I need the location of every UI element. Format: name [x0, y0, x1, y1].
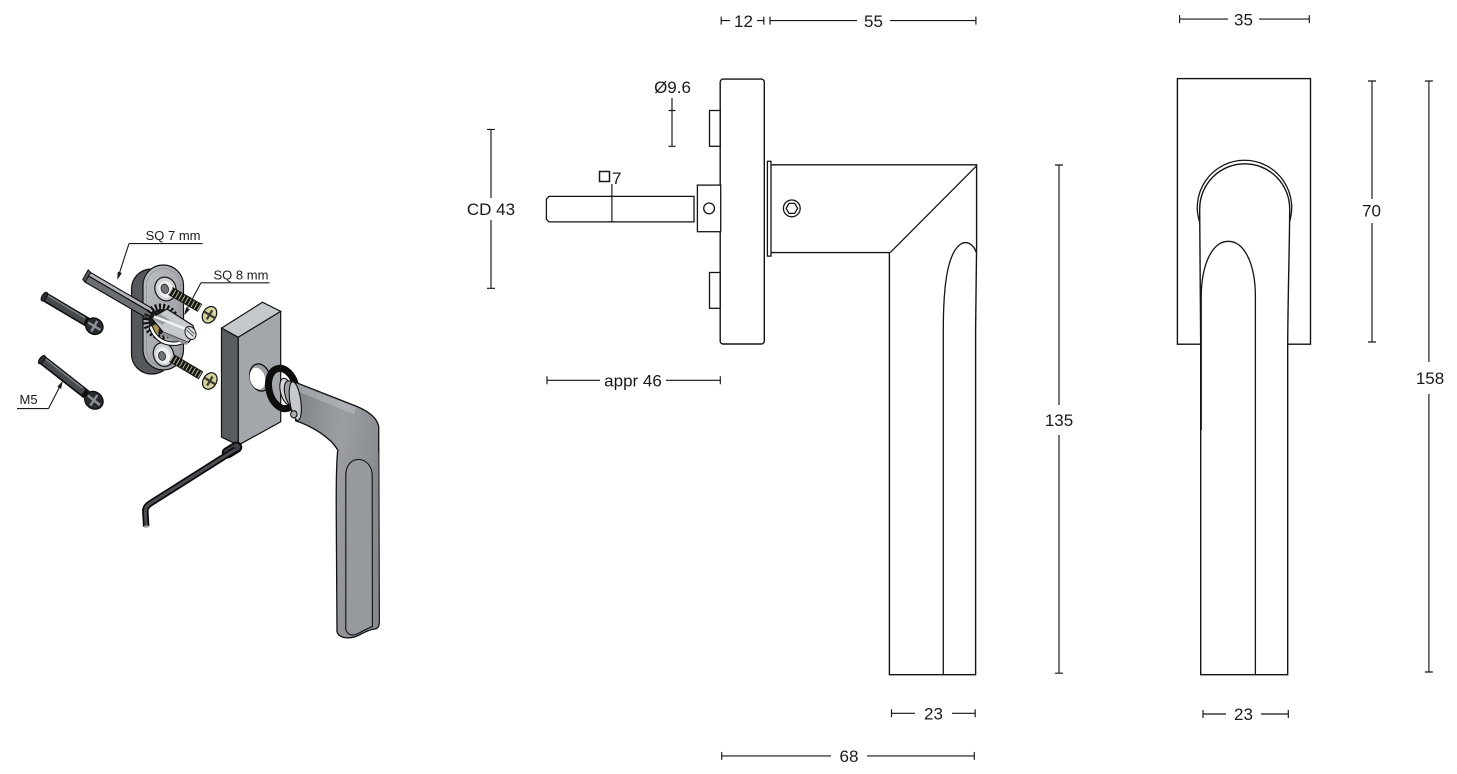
svg-text:Ø9.6: Ø9.6: [654, 78, 691, 97]
svg-text:7: 7: [612, 169, 621, 188]
svg-text:68: 68: [840, 747, 859, 766]
svg-text:158: 158: [1416, 369, 1444, 388]
svg-text:23: 23: [1234, 705, 1253, 724]
svg-text:35: 35: [1234, 11, 1253, 30]
svg-text:appr 46: appr 46: [604, 372, 662, 391]
svg-text:SQ 7 mm: SQ 7 mm: [146, 228, 201, 243]
svg-text:SQ 8 mm: SQ 8 mm: [214, 268, 269, 283]
svg-text:CD 43: CD 43: [467, 200, 515, 219]
svg-text:70: 70: [1362, 202, 1381, 221]
svg-text:55: 55: [864, 12, 883, 31]
svg-text:135: 135: [1045, 411, 1073, 430]
svg-text:12: 12: [734, 12, 753, 31]
svg-text:M5: M5: [20, 392, 38, 407]
svg-text:23: 23: [924, 705, 943, 724]
